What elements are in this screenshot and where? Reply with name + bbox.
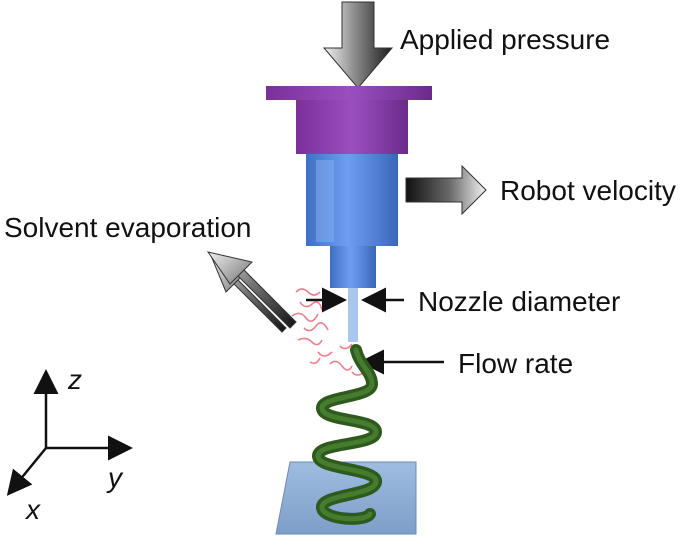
y-axis-label: y [108,462,122,493]
evaporation-vapor [291,288,365,376]
coordinate-axes [6,369,133,496]
solvent-evaporation-label: Solvent evaporation [4,212,252,243]
applied-pressure-arrow [322,1,394,89]
solvent-evaporation-arrow [206,251,297,333]
printed-filament [311,344,383,525]
applied-pressure-label: Applied pressure [400,24,611,55]
z-axis-label: z [68,364,82,395]
robot-velocity-arrow [405,164,487,216]
nozzle-diameter-label: Nozzle diameter [418,286,621,317]
x-axis [6,447,47,496]
robot-velocity-label: Robot velocity [500,175,676,206]
x-axis-label: x [26,494,40,525]
plunger [266,86,432,154]
flow-rate-label: Flow rate [458,348,574,379]
syringe-barrel [306,154,398,342]
